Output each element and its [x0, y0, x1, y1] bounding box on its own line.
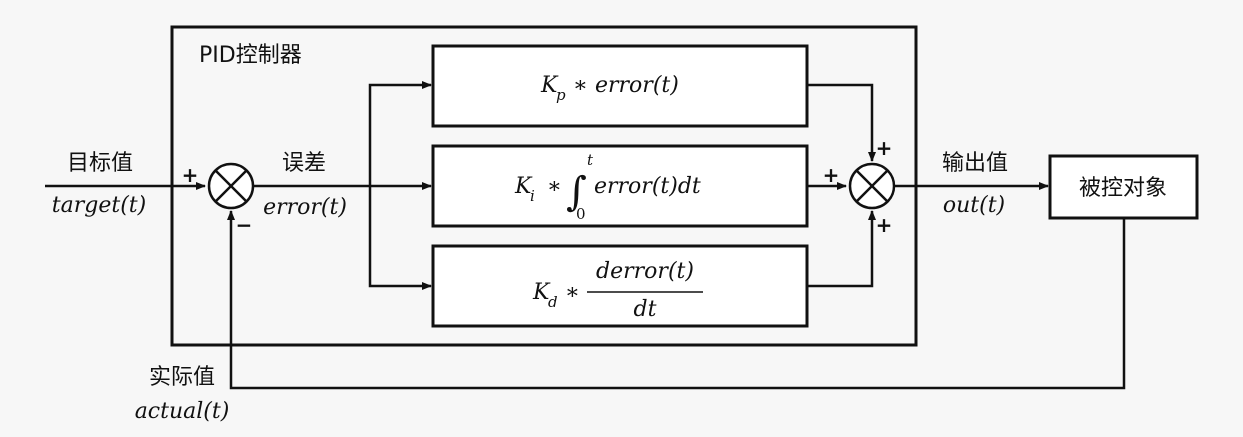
- kd-numerator: derror(t): [596, 259, 694, 284]
- sum1-minus-sign: −: [236, 213, 253, 237]
- kp-coef: K: [540, 73, 559, 98]
- error-summing-junction: [207, 162, 255, 210]
- kp-operator: ∗: [566, 73, 595, 98]
- feedback-symbol: actual(t): [135, 399, 230, 424]
- kp-subscript: p: [556, 86, 566, 104]
- plant-block: [1048, 154, 1199, 220]
- error-symbol: error(t): [263, 195, 347, 220]
- output-symbol: out(t): [943, 193, 1005, 218]
- pid-controller-label: PID控制器: [199, 43, 302, 68]
- kd-denominator: dt: [634, 297, 657, 322]
- output-label: 输出值: [942, 151, 1008, 176]
- integral-block: [431, 144, 809, 228]
- ki-expression: error(t)dt: [594, 174, 701, 199]
- integral-sign: ∫: [566, 169, 587, 215]
- derivative-block: [431, 244, 809, 328]
- derivative-term: K d ∗ derror(t) dt: [532, 259, 703, 322]
- error-to-proportional-arrow: [368, 81, 432, 186]
- feedback-label: 实际值: [149, 365, 215, 390]
- ki-operator: ∗: [540, 174, 569, 199]
- ki-coef: K: [514, 174, 533, 199]
- kd-subscript: d: [548, 293, 558, 311]
- integral-upper-limit: t: [587, 151, 594, 169]
- output-summing-junction: [848, 162, 896, 210]
- ki-subscript: i: [530, 187, 535, 205]
- integral-lower-limit: 0: [576, 205, 586, 223]
- sum1-plus-sign: +: [182, 163, 199, 187]
- proportional-term: K p ∗ error(t): [540, 73, 679, 104]
- plant-label: 被控对象: [1079, 176, 1167, 201]
- proportional-block: [431, 44, 809, 128]
- input-label: 目标值: [67, 151, 133, 176]
- sum2-bottom-plus-sign: +: [876, 213, 893, 237]
- error-to-derivative-arrow: [368, 186, 432, 290]
- integral-term: K i ∗ ∫ t 0 error(t)dt: [514, 151, 701, 223]
- kd-operator: ∗: [558, 280, 587, 305]
- sum2-left-plus-sign: +: [823, 163, 840, 187]
- kp-expression: error(t): [595, 73, 679, 98]
- input-symbol: target(t): [52, 193, 146, 218]
- sum2-top-plus-sign: +: [876, 136, 893, 160]
- kd-coef: K: [532, 280, 551, 305]
- derivative-to-sum-arrow: [807, 210, 876, 288]
- error-label: 误差: [282, 151, 326, 176]
- proportional-to-sum-arrow: [807, 83, 876, 162]
- feedback-arrow: [227, 210, 1126, 390]
